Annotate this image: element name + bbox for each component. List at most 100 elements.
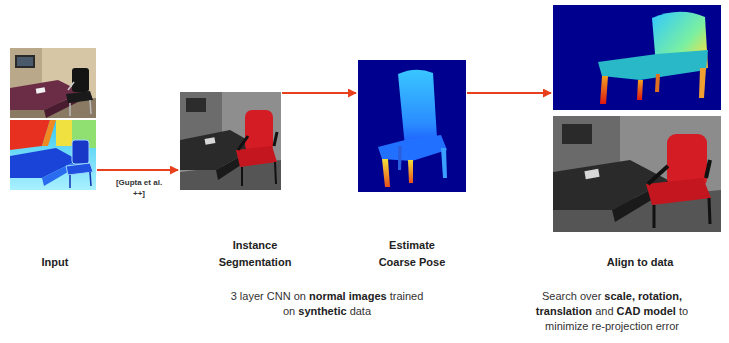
depth-image-part: [90, 172, 91, 186]
rgb-photo-part: [36, 87, 46, 93]
aligned-photo-part: [562, 124, 592, 144]
depth-image-part: [66, 163, 93, 175]
aligned-render-part: [699, 68, 706, 98]
flow-arrow: [97, 169, 178, 171]
note-word: 3: [231, 290, 237, 302]
aligned-photo-part: [553, 116, 721, 232]
aligned-render-part: [637, 80, 643, 100]
aligned-render-part: [600, 76, 608, 104]
aligned-photo-part: [709, 198, 710, 224]
stage-title: Align to data: [585, 254, 695, 271]
note-word: [653, 320, 656, 332]
note-word: [588, 320, 591, 332]
stage-node: Instance Segmentation: [180, 92, 281, 190]
aligned-photo-part: [584, 169, 599, 179]
aligned-render-part: [598, 50, 708, 80]
coarse-pose-render-part: [398, 146, 402, 170]
note-word: on: [294, 290, 306, 302]
coarse-pose-render-part: [408, 160, 413, 183]
stage-node: Estimate Coarse Pose: [358, 60, 466, 192]
stage-title: Instance Segmentation: [209, 237, 301, 271]
depth-image-part: [69, 175, 71, 188]
coarse-pose-render-part: [382, 159, 390, 187]
segmentation-image-part: [236, 146, 277, 167]
note-word: [676, 305, 679, 317]
note-word: [592, 305, 595, 317]
depth-image-part: [10, 120, 96, 190]
coarse-pose-render: [358, 60, 466, 192]
flow-arrow: [282, 92, 356, 94]
aligned-render: [553, 5, 721, 110]
aligned-photo-part: [648, 166, 668, 184]
coarse-pose-render-part: [378, 135, 447, 161]
note-word: images: [349, 290, 387, 302]
stage-title: Input: [15, 254, 95, 271]
rgb-photo-part: [10, 48, 96, 118]
coarse-pose-render-part: [358, 60, 466, 192]
segmentation-image-part: [186, 98, 206, 112]
stage-note: Search over scale, rotation, translation…: [514, 289, 710, 334]
segmentation-image-part: [275, 162, 276, 184]
segmentation-image-part: [274, 132, 277, 146]
aligned-photo: [553, 116, 721, 232]
segmentation-image-part: [180, 92, 222, 140]
note-word: over: [580, 290, 601, 302]
rgb-photo: [10, 48, 96, 118]
note-word: [601, 290, 604, 302]
note-word: translation: [536, 305, 592, 317]
rgb-photo-part: [17, 57, 33, 66]
rgb-photo-part: [69, 103, 71, 116]
aligned-photo-part: [653, 205, 656, 228]
aligned-photo-part: [646, 178, 711, 205]
note-word: trained: [390, 290, 424, 302]
note-word: [295, 305, 298, 317]
note-word: data: [350, 305, 371, 317]
note-word: [264, 290, 267, 302]
note-word: [387, 290, 390, 302]
coarse-pose-render-part: [398, 70, 437, 147]
stage-node: Input: [10, 48, 96, 190]
note-word: Search: [542, 290, 577, 302]
note-word: rotation,: [638, 290, 682, 302]
note-word: [614, 305, 617, 317]
note-word: [346, 290, 349, 302]
coarse-pose-render-part: [441, 148, 447, 178]
stage-title: Estimate Coarse Pose: [370, 237, 454, 271]
note-word: minimize: [545, 320, 588, 332]
note-word: scale,: [604, 290, 635, 302]
depth-image: [10, 120, 96, 190]
note-word: synthetic: [298, 305, 346, 317]
depth-image-part: [56, 120, 72, 146]
stage-node: Align to data: [553, 5, 721, 232]
depth-image-part: [42, 120, 56, 146]
note-word: re-projection: [592, 320, 653, 332]
note-word: [577, 290, 580, 302]
note-word: normal: [309, 290, 346, 302]
note-word: error: [656, 320, 679, 332]
aligned-render-part: [553, 5, 721, 110]
aligned-photo-part: [706, 160, 710, 178]
flow-arrow: [467, 92, 551, 94]
segmentation-image-part: [180, 92, 281, 190]
note-word: [640, 305, 643, 317]
note-word: [347, 305, 350, 317]
rgb-photo-part: [90, 100, 91, 114]
rgb-photo-part: [15, 55, 35, 68]
segmentation-image: [180, 92, 281, 190]
note-word: [306, 290, 309, 302]
segmentation-image-part: [245, 110, 273, 152]
stage-note: 3 layer CNN on normal images trained on …: [229, 289, 425, 319]
edge-label: [Gupta et al. ++]: [113, 177, 165, 199]
note-word: [237, 290, 240, 302]
aligned-render-part: [655, 74, 660, 92]
note-word: CAD: [617, 305, 641, 317]
note-word: and: [595, 305, 613, 317]
note-word: model: [643, 305, 675, 317]
rgb-photo-part: [68, 82, 74, 90]
rgb-photo-part: [72, 68, 89, 92]
segmentation-image-part: [241, 167, 243, 186]
note-word: [635, 290, 638, 302]
segmentation-image-part: [205, 137, 216, 145]
rgb-photo-part: [66, 91, 93, 103]
